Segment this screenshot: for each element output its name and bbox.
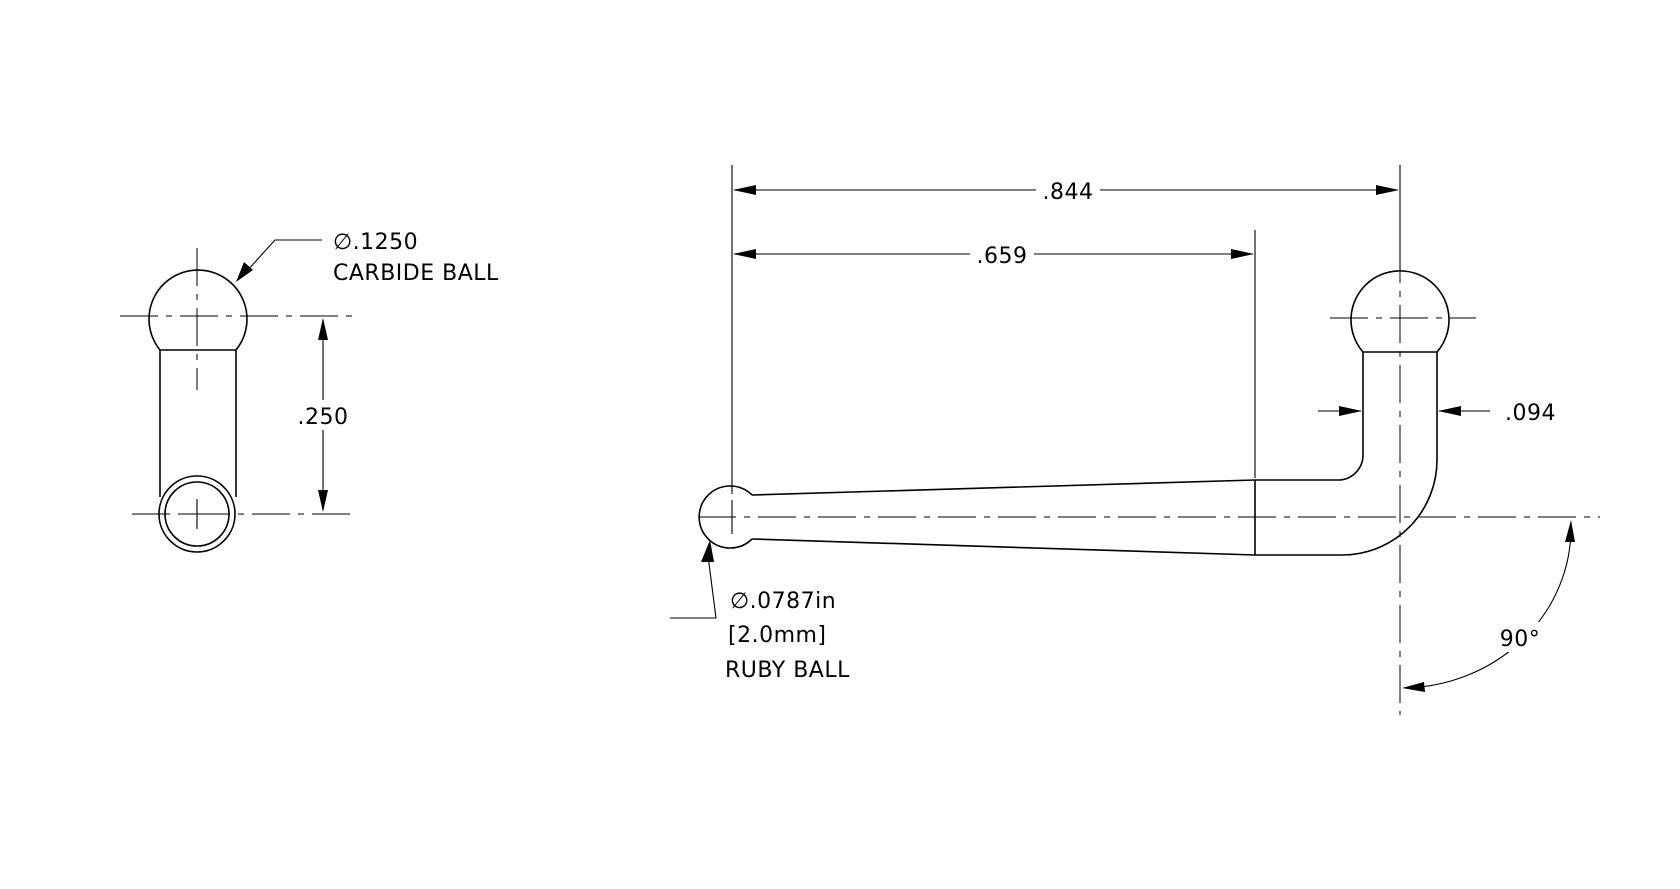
carbide-ball-diameter-label: ∅.1250	[333, 230, 418, 255]
ruby-ball	[698, 485, 753, 549]
dim-250-arrow-bottom	[318, 490, 328, 512]
dim-659-label: .659	[977, 244, 1028, 269]
carbide-ball	[148, 269, 248, 351]
angle-90-arrow-top	[1565, 520, 1575, 542]
ruby-ball-metric-label: [2.0mm]	[728, 623, 827, 648]
carbide-ball-leader	[245, 239, 322, 273]
ruby-ball-text-label: RUBY BALL	[725, 658, 850, 683]
shank-end-circle-outer	[158, 475, 236, 553]
top-carbide-ball	[1350, 270, 1450, 353]
angle-90-arc	[1403, 526, 1572, 689]
carbide-ball-text-label: CARBIDE BALL	[333, 261, 499, 286]
angle-90-arrow-bottom	[1402, 682, 1425, 692]
ruby-ball-diameter-label: ∅.0787in	[730, 589, 836, 614]
carbide-ball-leader-arrow	[236, 262, 253, 282]
dim-094-arrow-right	[1438, 406, 1461, 416]
side-view: .250 ∅.1250 CARBIDE BALL	[120, 230, 499, 553]
shank-end-circle-inner	[164, 481, 230, 547]
stylus-bend-outer	[1255, 352, 1438, 556]
ruby-ball-leader	[670, 547, 717, 619]
dim-659-arrow-right	[1231, 249, 1254, 259]
dim-094-arrow-left	[1339, 406, 1362, 416]
ruby-ball-leader-arrow	[701, 540, 714, 562]
dim-844-arrow-left	[733, 185, 756, 195]
dim-844-label: .844	[1043, 180, 1094, 205]
dim-250-arrow-top	[318, 318, 328, 340]
dim-659-arrow-left	[733, 249, 756, 259]
stylus-bend-inner	[1255, 352, 1364, 481]
taper-lower-edge	[751, 538, 1256, 556]
dim-094-label: .094	[1505, 401, 1556, 426]
dim-844-arrow-right	[1376, 185, 1399, 195]
dim-250-label: .250	[298, 405, 349, 430]
taper-upper-edge	[751, 479, 1256, 496]
angle-90-label: 90°	[1500, 627, 1541, 652]
front-view: .844 .659 .094 90° ∅.0787in [2.0mm] RUBY…	[670, 165, 1600, 715]
